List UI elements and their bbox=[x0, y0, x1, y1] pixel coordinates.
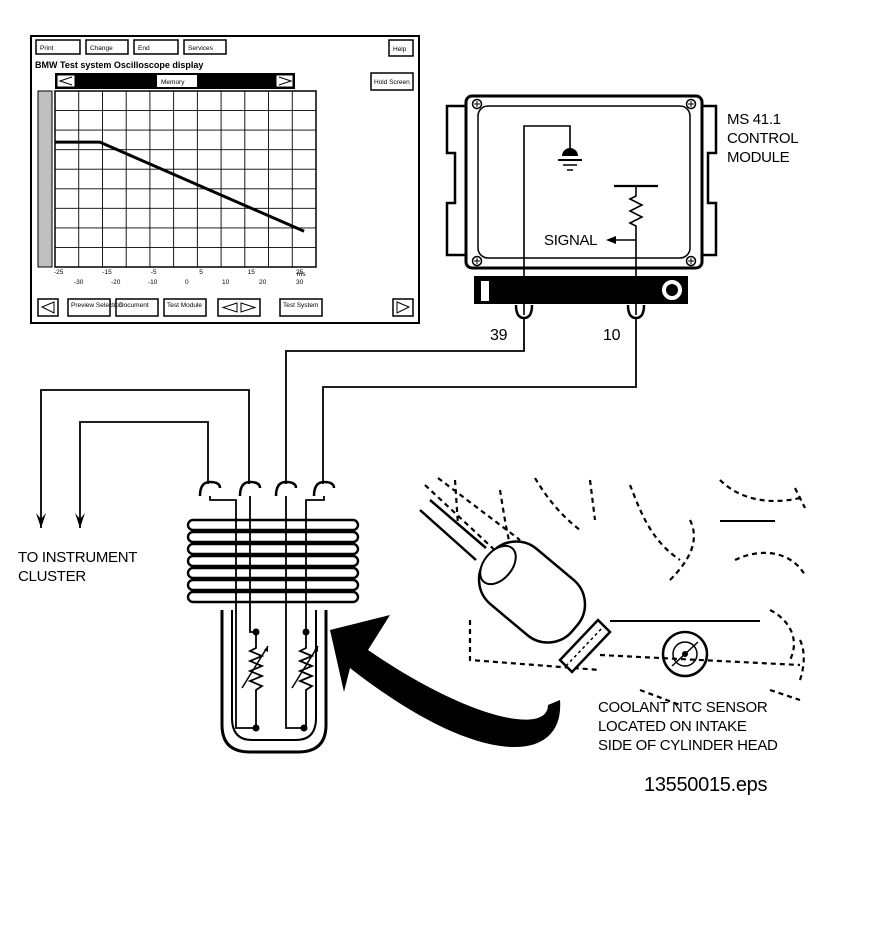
x-tick-label: 5 bbox=[199, 269, 203, 276]
memory-label: Memory bbox=[161, 79, 185, 86]
x-tick-label: -5 bbox=[151, 269, 157, 276]
wiring-harness bbox=[36, 318, 637, 528]
oscilloscope-display: Print Change End Services Help BMW Test … bbox=[30, 35, 420, 324]
module-name: MS 41.1 CONTROL MODULE bbox=[727, 110, 799, 167]
module-name-line-2: CONTROL bbox=[727, 130, 799, 147]
test-system-button[interactable] bbox=[279, 298, 323, 317]
memory-bar: Memory bbox=[55, 73, 295, 89]
sensor-caption-line-1: COOLANT NTC SENSOR bbox=[598, 699, 768, 716]
sensor-terminals bbox=[198, 480, 336, 497]
instrument-cluster-line-1: TO INSTRUMENT bbox=[18, 549, 138, 566]
engine-sketch bbox=[424, 477, 806, 707]
oscilloscope-title: BMW Test system Oscilloscope display bbox=[35, 60, 203, 70]
test-module-label: Test Module bbox=[167, 302, 202, 309]
end-label: End bbox=[138, 45, 150, 52]
preview-selection-label: Preview Selection bbox=[71, 302, 123, 309]
file-name: 13550015.eps bbox=[644, 774, 768, 796]
sensor-caption-line-3: SIDE OF CYLINDER HEAD bbox=[598, 737, 778, 754]
x-tick-label: -10 bbox=[148, 279, 158, 286]
x-tick-label: -20 bbox=[111, 279, 121, 286]
screw-icon bbox=[471, 98, 697, 267]
hold-screen-label: Hold Screen bbox=[374, 79, 410, 86]
sensor-caption-line-2: LOCATED ON INTAKE bbox=[598, 718, 747, 735]
pin-39-label: 39 bbox=[490, 327, 508, 344]
sensor-cutaway bbox=[186, 480, 360, 754]
x-tick-label: 10 bbox=[222, 279, 230, 286]
ntc-resistor-2-icon bbox=[297, 632, 315, 728]
module-name-line-1: MS 41.1 bbox=[727, 111, 781, 128]
forward-icon bbox=[396, 301, 411, 314]
engine-fitting bbox=[661, 630, 709, 678]
x-axis-ticks: -25 -15 -5 5 15 25 -30 -20 -10 0 10 20 30 bbox=[54, 269, 304, 286]
ground-icon bbox=[558, 148, 582, 171]
page-arrows-button[interactable] bbox=[217, 298, 261, 317]
test-module-button[interactable] bbox=[163, 298, 207, 317]
module-name-line-3: MODULE bbox=[727, 149, 790, 166]
document-button[interactable] bbox=[115, 298, 159, 317]
sensor-caption: COOLANT NTC SENSOR LOCATED ON INTAKE SID… bbox=[598, 698, 778, 755]
ntc-resistor-1-icon bbox=[247, 632, 265, 728]
document-label: Document bbox=[119, 302, 149, 309]
x-unit-label: ms bbox=[297, 271, 306, 278]
help-button[interactable] bbox=[388, 39, 414, 57]
signal-arrow-icon bbox=[606, 236, 616, 244]
signal-trace bbox=[55, 140, 305, 233]
scroll-right-icon[interactable] bbox=[278, 76, 293, 86]
pin-10-label: 10 bbox=[603, 327, 621, 344]
x-tick-label: -30 bbox=[74, 279, 84, 286]
instrument-cluster-label: TO INSTRUMENT CLUSTER bbox=[18, 548, 137, 586]
services-button[interactable] bbox=[183, 39, 227, 55]
back-icon bbox=[40, 301, 55, 314]
change-label: Change bbox=[90, 45, 113, 52]
pullup-resistor-icon bbox=[628, 186, 644, 315]
scroll-left-icon[interactable] bbox=[58, 76, 73, 86]
end-button[interactable] bbox=[133, 39, 179, 55]
x-tick-label: 0 bbox=[185, 279, 189, 286]
signal-label: SIGNAL bbox=[544, 232, 598, 249]
x-tick-label: 20 bbox=[259, 279, 267, 286]
instrument-cluster-line-2: CLUSTER bbox=[18, 568, 86, 585]
hold-screen-button[interactable] bbox=[370, 72, 414, 91]
control-module bbox=[445, 94, 718, 320]
page-left-icon bbox=[221, 302, 238, 313]
bottom-toolbar: Preview Selection Document Test Module T… bbox=[37, 298, 414, 317]
test-system-label: Test System bbox=[283, 302, 318, 309]
x-tick-label: 25 bbox=[296, 269, 304, 276]
x-tick-label: -25 bbox=[54, 269, 64, 276]
services-label: Services bbox=[188, 45, 214, 52]
x-tick-label: 15 bbox=[248, 269, 256, 276]
print-button[interactable] bbox=[35, 39, 81, 55]
change-button[interactable] bbox=[85, 39, 129, 55]
x-tick-label: -15 bbox=[102, 269, 112, 276]
sensor-threads bbox=[186, 518, 360, 604]
preview-selection-button[interactable] bbox=[67, 298, 111, 317]
x-tick-label: 30 bbox=[296, 279, 304, 286]
toolbar: Print Change End Services Help bbox=[35, 39, 414, 57]
installed-sensor bbox=[419, 499, 612, 674]
page-right-icon bbox=[240, 302, 257, 313]
location-arrow-icon bbox=[330, 615, 561, 748]
oscilloscope-plot bbox=[54, 90, 317, 268]
print-label: Print bbox=[40, 45, 54, 52]
help-label: Help bbox=[393, 46, 407, 53]
